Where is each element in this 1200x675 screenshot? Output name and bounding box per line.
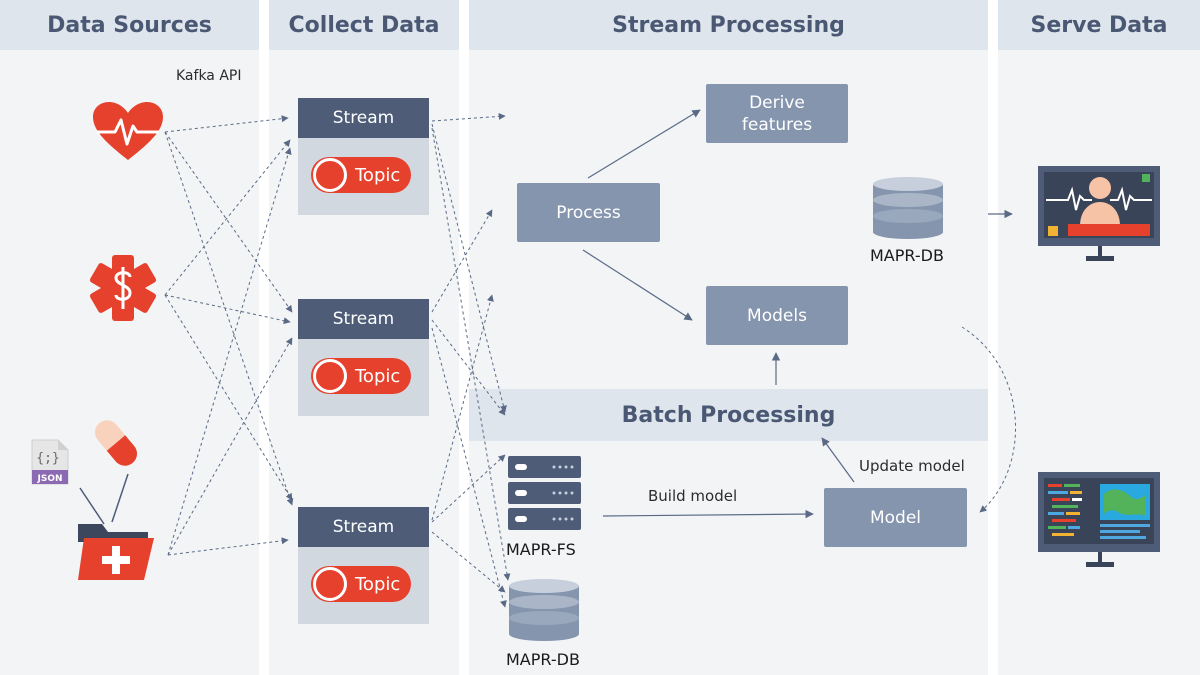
stream-card-1: Stream Topic — [298, 98, 429, 215]
column-title-stream-processing: Stream Processing — [469, 0, 988, 50]
dashed-models-to-model-edge — [961, 326, 1016, 513]
patient-monitor-icon — [1038, 166, 1160, 261]
topic-pill[interactable]: Topic — [311, 566, 411, 602]
stream-card-2: Stream Topic — [298, 299, 429, 416]
mapr-fs-label: MAPR-FS — [506, 540, 576, 559]
mapr-db-batch-label: MAPR-DB — [506, 650, 580, 669]
column-title-serve-data: Serve Data — [998, 0, 1200, 50]
medical-folder-icon — [78, 473, 154, 580]
model-box: Model — [824, 488, 967, 547]
database-icon — [873, 177, 943, 239]
json-glyph: {;} — [36, 451, 59, 466]
server-stack-icon — [508, 456, 581, 530]
code-monitor-icon — [1038, 472, 1160, 567]
topic-dot-icon — [313, 567, 347, 601]
topic-pill[interactable]: Topic — [311, 358, 411, 394]
kafka-api-label: Kafka API — [176, 68, 242, 84]
medical-star-icon — [90, 255, 156, 321]
topic-dot-icon — [313, 158, 347, 192]
column-title-data-sources: Data Sources — [0, 0, 259, 50]
update-model-label: Update model — [859, 457, 965, 475]
models-box: Models — [706, 286, 848, 345]
batch-processing-title: Batch Processing — [469, 389, 988, 441]
topic-label: Topic — [355, 164, 401, 186]
json-badge: JSON — [36, 474, 62, 484]
json-file-icon: {;} JSON — [31, 439, 69, 485]
process-box: Process — [517, 183, 660, 242]
dashed-source-edges — [164, 115, 294, 556]
topic-label: Topic — [355, 573, 401, 595]
dashed-stream-edges — [431, 112, 511, 608]
topic-pill[interactable]: Topic — [311, 157, 411, 193]
topic-dot-icon — [313, 359, 347, 393]
column-title-collect-data: Collect Data — [269, 0, 459, 50]
mapr-db-stream-label: MAPR-DB — [870, 246, 944, 265]
stream-header: Stream — [298, 507, 429, 547]
stream-header: Stream — [298, 98, 429, 138]
database-icon — [509, 579, 579, 641]
stream-card-3: Stream Topic — [298, 507, 429, 624]
derive-features-box: Derive features — [706, 84, 848, 143]
solid-process-edges — [582, 109, 1013, 519]
stream-header: Stream — [298, 299, 429, 339]
build-model-label: Build model — [648, 487, 738, 505]
topic-label: Topic — [355, 365, 401, 387]
pill-icon — [95, 420, 137, 466]
heart-pulse-icon — [93, 102, 163, 160]
